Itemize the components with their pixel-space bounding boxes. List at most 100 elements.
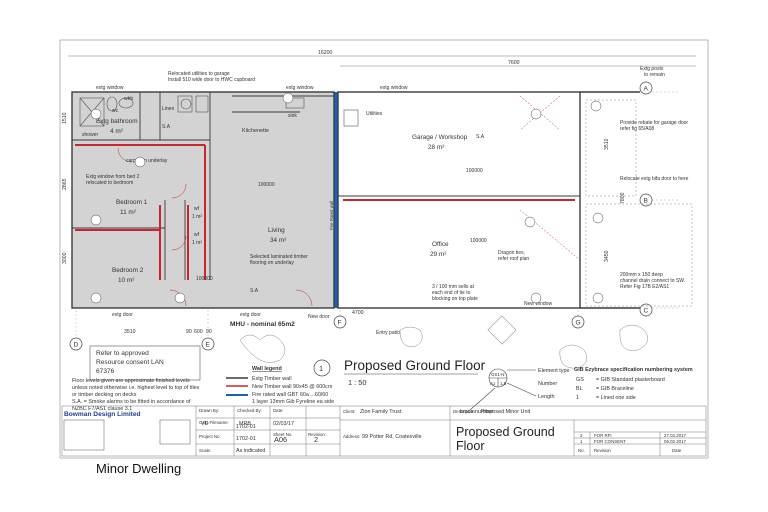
- room-garage-area: 28 m²: [428, 144, 444, 151]
- notes-line-3: or timber decking on decks: [72, 392, 137, 398]
- note-laminate-2: flooring on underlay: [250, 260, 294, 266]
- level-marker-3: 100000: [470, 238, 487, 244]
- rev-row-1-date: 27.03.2017: [664, 433, 687, 438]
- room-linen: Linen: [162, 106, 174, 112]
- tb-checked-value: MRB: [239, 421, 251, 427]
- gib-gs: GS: [576, 377, 584, 383]
- key-number: Number: [538, 381, 557, 387]
- note-sa-3: S.A: [250, 288, 259, 294]
- rev-head-no: No.: [578, 448, 585, 453]
- legend-item-3: Fire rated wall GBT 60a ...60/60: [252, 392, 328, 398]
- garage-rebate-dashed: [585, 99, 693, 307]
- rev-head-date: Date: [672, 448, 682, 453]
- dim-right-2: 7800: [620, 192, 626, 204]
- note-sills-1: 3 / 100 mm sells at: [432, 284, 475, 290]
- note-extg-window-bed2: Extg window from bed 2: [86, 174, 140, 180]
- drawing-number-circle: [313, 359, 331, 377]
- new-walls: [75, 144, 575, 280]
- tb-project-label: Project No.: [199, 434, 221, 439]
- room-office-name: Office: [432, 241, 449, 248]
- legend-title: Wall legend: [252, 366, 282, 372]
- tb-big-title-1: Proposed Ground: [456, 425, 555, 439]
- note-extg-window-2: extg window: [286, 85, 314, 91]
- note-new-door: New door: [308, 314, 330, 320]
- consent-line-2: Resource consent LAN: [96, 359, 164, 366]
- dim-bottom-3: 600: [194, 329, 203, 335]
- tb-scale-value: As indicated: [236, 448, 265, 454]
- robe-wf2: wf: [194, 232, 200, 238]
- legend-item-1: Extg Timber wall: [252, 376, 292, 382]
- grid-marker-A: A: [644, 86, 649, 93]
- tb-project-value: 1702-01: [236, 436, 256, 442]
- rev-row-2-no: 1: [580, 439, 583, 444]
- level-marker-1: 100000: [258, 182, 275, 188]
- key-brace: brace number: [460, 409, 493, 415]
- note-channel-3: Refer Fig 17B E2/AS1: [620, 284, 669, 290]
- dim-total: 16200: [318, 50, 333, 56]
- gib-title: GIB Ezybrace specification numbering sys…: [574, 367, 693, 373]
- tb-scale-label: Scale:: [199, 448, 211, 453]
- room-living-name: Living: [268, 227, 285, 234]
- tb-address-value: 99 Potter Rd, Coatesville: [362, 434, 422, 440]
- fire-rated-wall-label: Fire Rated wall: [329, 201, 334, 230]
- room-kitchenette-name: Kitchenette: [242, 128, 269, 134]
- room-bedroom1-area: 11 m²: [120, 209, 136, 216]
- tb-drawn-label: Drawn By:: [199, 408, 219, 413]
- fixture-wc: wc: [112, 108, 119, 114]
- room-bathroom-area: 4 m²: [110, 128, 123, 135]
- note-channel-2: channel drain connect to SW.: [620, 278, 685, 284]
- grid-marker-B: B: [644, 198, 649, 205]
- tb-date-value: 02/03/17: [273, 421, 294, 427]
- note-carpet: carpet on underlay: [126, 158, 168, 164]
- notes-line-5: NZBC F7/AS1 clause 3.1: [72, 406, 132, 412]
- note-relocated-bed1: relocated to bedroom: [86, 180, 133, 186]
- note-extg-window-3: extg window: [380, 85, 408, 91]
- bottom-caption: Minor Dwelling: [96, 461, 182, 476]
- robe-wf1-area: 1 m²: [192, 214, 202, 220]
- key-element-type: Element type: [538, 368, 569, 374]
- note-laminate-1: Selected laminated timber: [250, 254, 308, 260]
- room-office-area: 29 m²: [430, 251, 446, 258]
- gib-bl-desc: = GIB Braceline: [596, 386, 634, 392]
- note-extg-window-1: extg window: [96, 85, 124, 91]
- element-key-diagram: [469, 368, 537, 411]
- dim-bottom-2: 90: [186, 329, 192, 335]
- fixture-sink: sink: [288, 113, 297, 119]
- note-hwc-door: Install 510 wide door to HWC cupboard: [168, 77, 255, 83]
- tb-sheet-value: A06: [274, 435, 287, 444]
- rev-row-2-date: 06.02.2017: [664, 439, 687, 444]
- gib-gs-desc: = GIB Standard plasterboard: [596, 377, 665, 383]
- note-extg-door-1: extg door: [112, 312, 133, 318]
- note-extg-door-2: extg door: [240, 312, 261, 318]
- dim-bottom-1: 3510: [124, 329, 136, 335]
- garage-door-swings: [519, 95, 581, 261]
- gib-bl: BL: [576, 386, 583, 392]
- room-utilities: Utilities: [366, 111, 383, 117]
- grid-marker-F: F: [338, 320, 342, 327]
- note-relocated-utilities: Relocated utilities to garage: [168, 71, 230, 77]
- note-extg-posts: Extg posts: [640, 66, 664, 72]
- note-dragon-ties-1: Dragon ties,: [498, 250, 525, 256]
- key-tag-len: 1.5: [500, 381, 507, 386]
- notes-line-2: unless noted otherwise i.e. highest leve…: [72, 385, 200, 391]
- note-dragon-ties-2: refer roof plan: [498, 256, 529, 262]
- grid-lines: [75, 91, 680, 338]
- key-tag-mid: A1: [490, 381, 496, 386]
- bracing-tags: [90, 92, 604, 304]
- note-new-window: New window: [524, 301, 552, 307]
- tb-client-label: Client:: [343, 409, 355, 414]
- note-sa-2: S.A: [476, 134, 485, 140]
- tb-revision-value: 2: [314, 435, 318, 444]
- fixture-shower: shower: [82, 132, 98, 138]
- fixture-whb: whb: [124, 96, 133, 102]
- dim-bottom-5: 4700: [352, 310, 364, 316]
- drawing-title: Proposed Ground Floor: [344, 358, 486, 373]
- tb-big-title-2: Floor: [456, 439, 484, 453]
- interior-walls: [72, 92, 580, 280]
- dim-left-1: 1510: [62, 112, 68, 124]
- dim-bottom-4: 90: [206, 329, 212, 335]
- rev-head-desc: Revision: [594, 448, 611, 453]
- note-sa-1: S.A: [162, 124, 171, 130]
- room-bathroom-name: Extg bathroom: [96, 118, 138, 125]
- room-bedroom1-name: Bedroom 1: [116, 199, 148, 206]
